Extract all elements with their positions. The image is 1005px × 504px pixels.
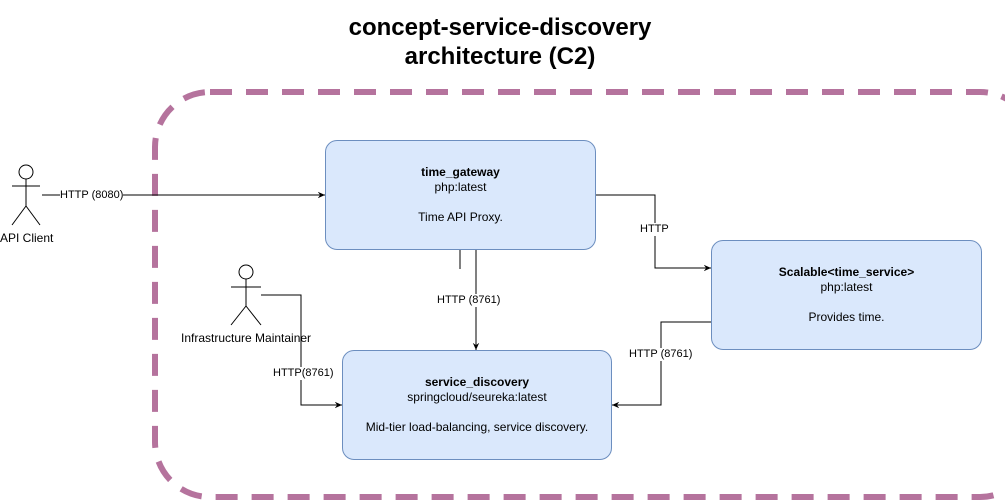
edge-maintainer-to-discovery [261, 294, 342, 409]
node-name: service_discovery [424, 375, 530, 389]
edge-label-client-to-gateway: HTTP (8080) [60, 189, 124, 202]
diagram-title-line-1: concept-service-discovery [348, 14, 652, 41]
edge-label-maintainer-to-discovery: HTTP(8761) [273, 367, 334, 380]
node-name: time_gateway [421, 165, 500, 179]
node-description: Time API Proxy. [418, 210, 503, 224]
node-service-discovery[interactable]: service_discovery springcloud/seureka:la… [342, 350, 612, 460]
edge-label-service-to-discovery: HTTP (8761) [629, 348, 693, 361]
node-name: Scalable<time_service> [778, 265, 915, 279]
node-technology: springcloud/seureka:latest [407, 390, 547, 404]
edge-label-gateway-to-discovery: HTTP (8761) [437, 294, 501, 307]
node-technology: php:latest [434, 180, 487, 194]
maintainer-label: Infrastructure Maintainer [181, 331, 312, 345]
diagram-title-line-2: architecture (C2) [404, 43, 596, 70]
edge-label-gateway-to-service: HTTP [640, 223, 669, 236]
node-technology: php:latest [820, 280, 873, 294]
node-time-service[interactable]: Scalable<time_service> php:latest Provid… [711, 240, 982, 350]
api-client-label: API Client [0, 231, 54, 245]
node-time-gateway[interactable]: time_gateway php:latest Time API Proxy. [325, 140, 596, 250]
node-description: Mid-tier load-balancing, service discove… [365, 420, 589, 434]
edge-time-service-to-discovery [612, 321, 711, 409]
maintainer-actor-icon [230, 264, 262, 326]
system-boundary [152, 89, 1005, 500]
api-client-actor-icon [11, 164, 41, 226]
node-description: Provides time. [808, 310, 885, 324]
